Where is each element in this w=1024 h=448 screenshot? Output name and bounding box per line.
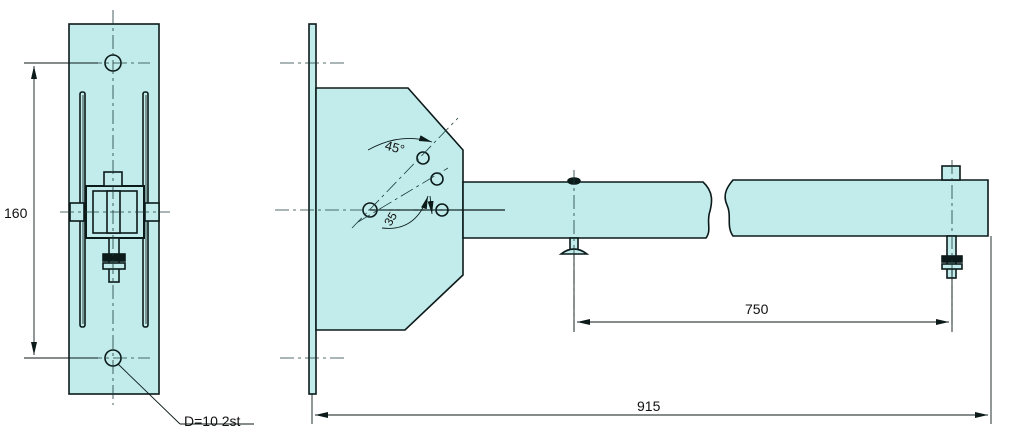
side-arm-left xyxy=(462,181,713,239)
side-view xyxy=(275,23,992,424)
side-arm-right xyxy=(724,179,989,237)
front-view xyxy=(24,10,254,425)
side-wall-plate xyxy=(308,23,317,395)
side-hole-45 xyxy=(416,151,430,165)
hole-spacing-dimension-label: 750 xyxy=(745,301,769,317)
side-right-bolt-head xyxy=(941,165,961,181)
overall-length-dimension-label: 915 xyxy=(637,398,661,414)
hole-callout-note: D=10 2st xyxy=(184,413,241,429)
height-dimension-label: 160 xyxy=(4,205,28,221)
side-hole-35 xyxy=(430,172,444,186)
side-bracket-plate xyxy=(315,87,464,331)
